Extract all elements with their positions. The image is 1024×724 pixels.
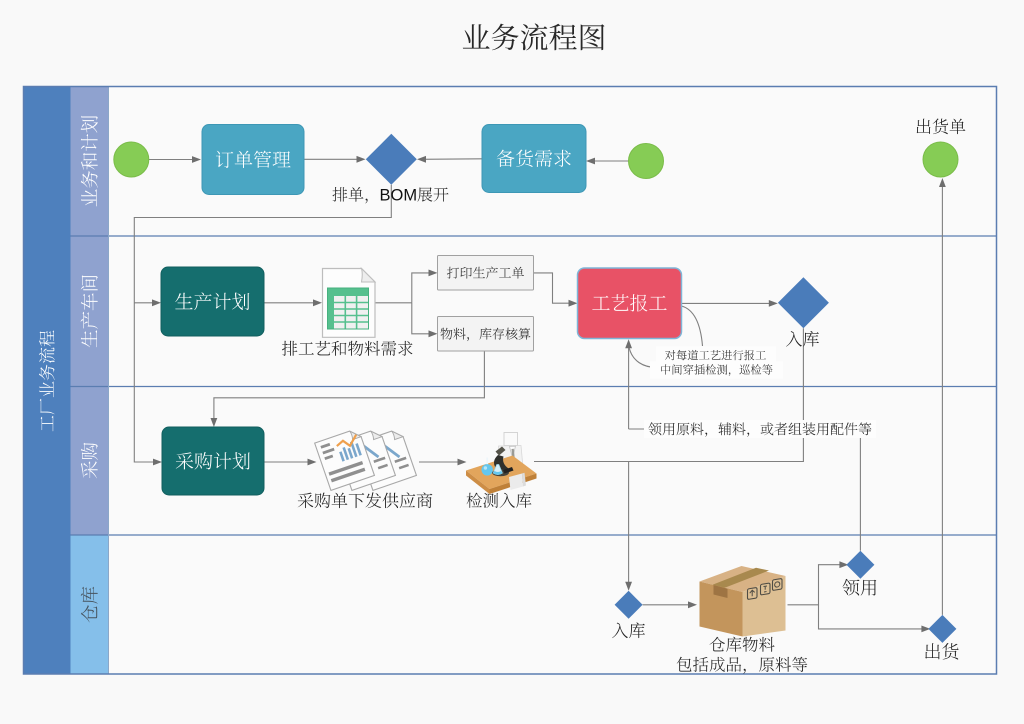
svg-text:BOM: BOM [380, 186, 418, 204]
